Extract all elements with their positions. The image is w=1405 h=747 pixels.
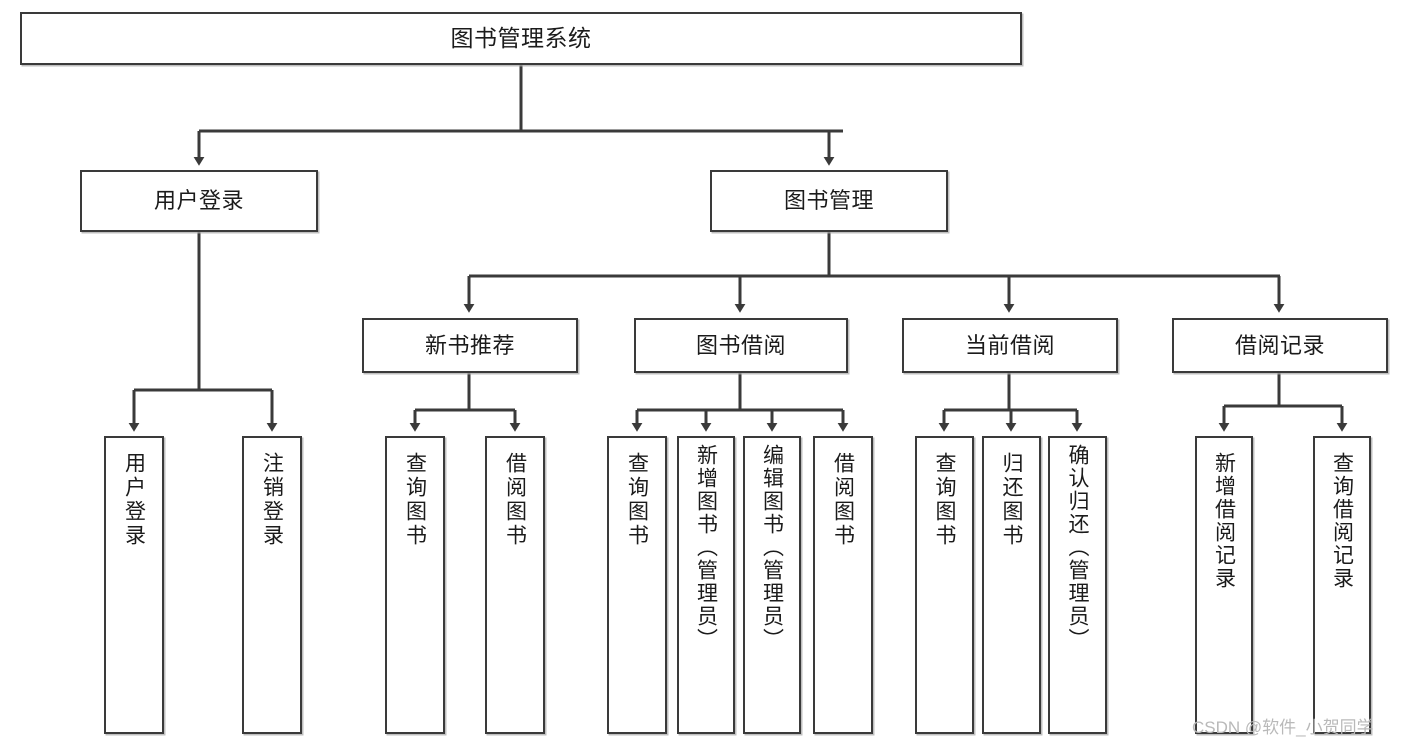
node-leaf-query-book-1-label: 查询图书 [403, 452, 427, 548]
node-leaf-borrow-book-1[interactable]: 借阅图书 [485, 436, 545, 734]
node-leaf-borrow-book-2[interactable]: 借阅图书 [813, 436, 873, 734]
node-leaf-query-book-3-label: 查询图书 [933, 452, 956, 548]
node-leaf-add-book[interactable]: 新增图书（管理员） [677, 436, 735, 734]
node-user-login-label: 用户登录 [153, 188, 244, 214]
node-leaf-add-record[interactable]: 新增借阅记录 [1195, 436, 1253, 734]
node-leaf-add-record-label: 新增借阅记录 [1212, 452, 1236, 590]
node-leaf-user-login-label: 用户登录 [122, 452, 146, 548]
node-book-borrow[interactable]: 图书借阅 [634, 318, 848, 373]
node-new-book-recommend-label: 新书推荐 [424, 332, 515, 358]
node-leaf-edit-book[interactable]: 编辑图书（管理员） [743, 436, 801, 734]
node-book-manage-label: 图书管理 [783, 188, 874, 214]
node-leaf-logout-label: 注销登录 [260, 452, 284, 548]
node-leaf-query-book-2-label: 查询图书 [625, 452, 649, 548]
node-leaf-return-book[interactable]: 归还图书 [982, 436, 1041, 734]
csdn-watermark: CSDN @软件_小贺同学 [1192, 718, 1374, 737]
node-leaf-query-record[interactable]: 查询借阅记录 [1313, 436, 1371, 734]
node-root[interactable]: 图书管理系统 [20, 12, 1022, 65]
node-leaf-confirm-return[interactable]: 确认归还（管理员） [1048, 436, 1107, 734]
node-root-label: 图书管理系统 [450, 25, 592, 52]
node-leaf-return-book-label: 归还图书 [1000, 452, 1023, 548]
node-leaf-query-book-3[interactable]: 查询图书 [915, 436, 974, 734]
node-leaf-borrow-book-2-label: 借阅图书 [831, 452, 855, 548]
node-leaf-query-book-2[interactable]: 查询图书 [607, 436, 667, 734]
node-book-manage[interactable]: 图书管理 [710, 170, 948, 232]
node-leaf-query-record-label: 查询借阅记录 [1330, 452, 1354, 590]
node-current-borrow-label: 当前借阅 [964, 332, 1055, 358]
node-new-book-recommend[interactable]: 新书推荐 [362, 318, 578, 373]
node-leaf-confirm-return-label: 确认归还（管理员） [1066, 444, 1089, 651]
node-leaf-edit-book-label: 编辑图书（管理员） [760, 444, 784, 651]
node-borrow-record[interactable]: 借阅记录 [1172, 318, 1388, 373]
node-current-borrow[interactable]: 当前借阅 [902, 318, 1118, 373]
node-book-borrow-label: 图书借阅 [695, 332, 786, 358]
node-leaf-user-login[interactable]: 用户登录 [104, 436, 164, 734]
node-user-login[interactable]: 用户登录 [80, 170, 318, 232]
node-borrow-record-label: 借阅记录 [1234, 332, 1325, 358]
node-leaf-add-book-label: 新增图书（管理员） [694, 444, 718, 651]
node-leaf-borrow-book-1-label: 借阅图书 [503, 452, 527, 548]
node-leaf-query-book-1[interactable]: 查询图书 [385, 436, 445, 734]
node-leaf-logout[interactable]: 注销登录 [242, 436, 302, 734]
